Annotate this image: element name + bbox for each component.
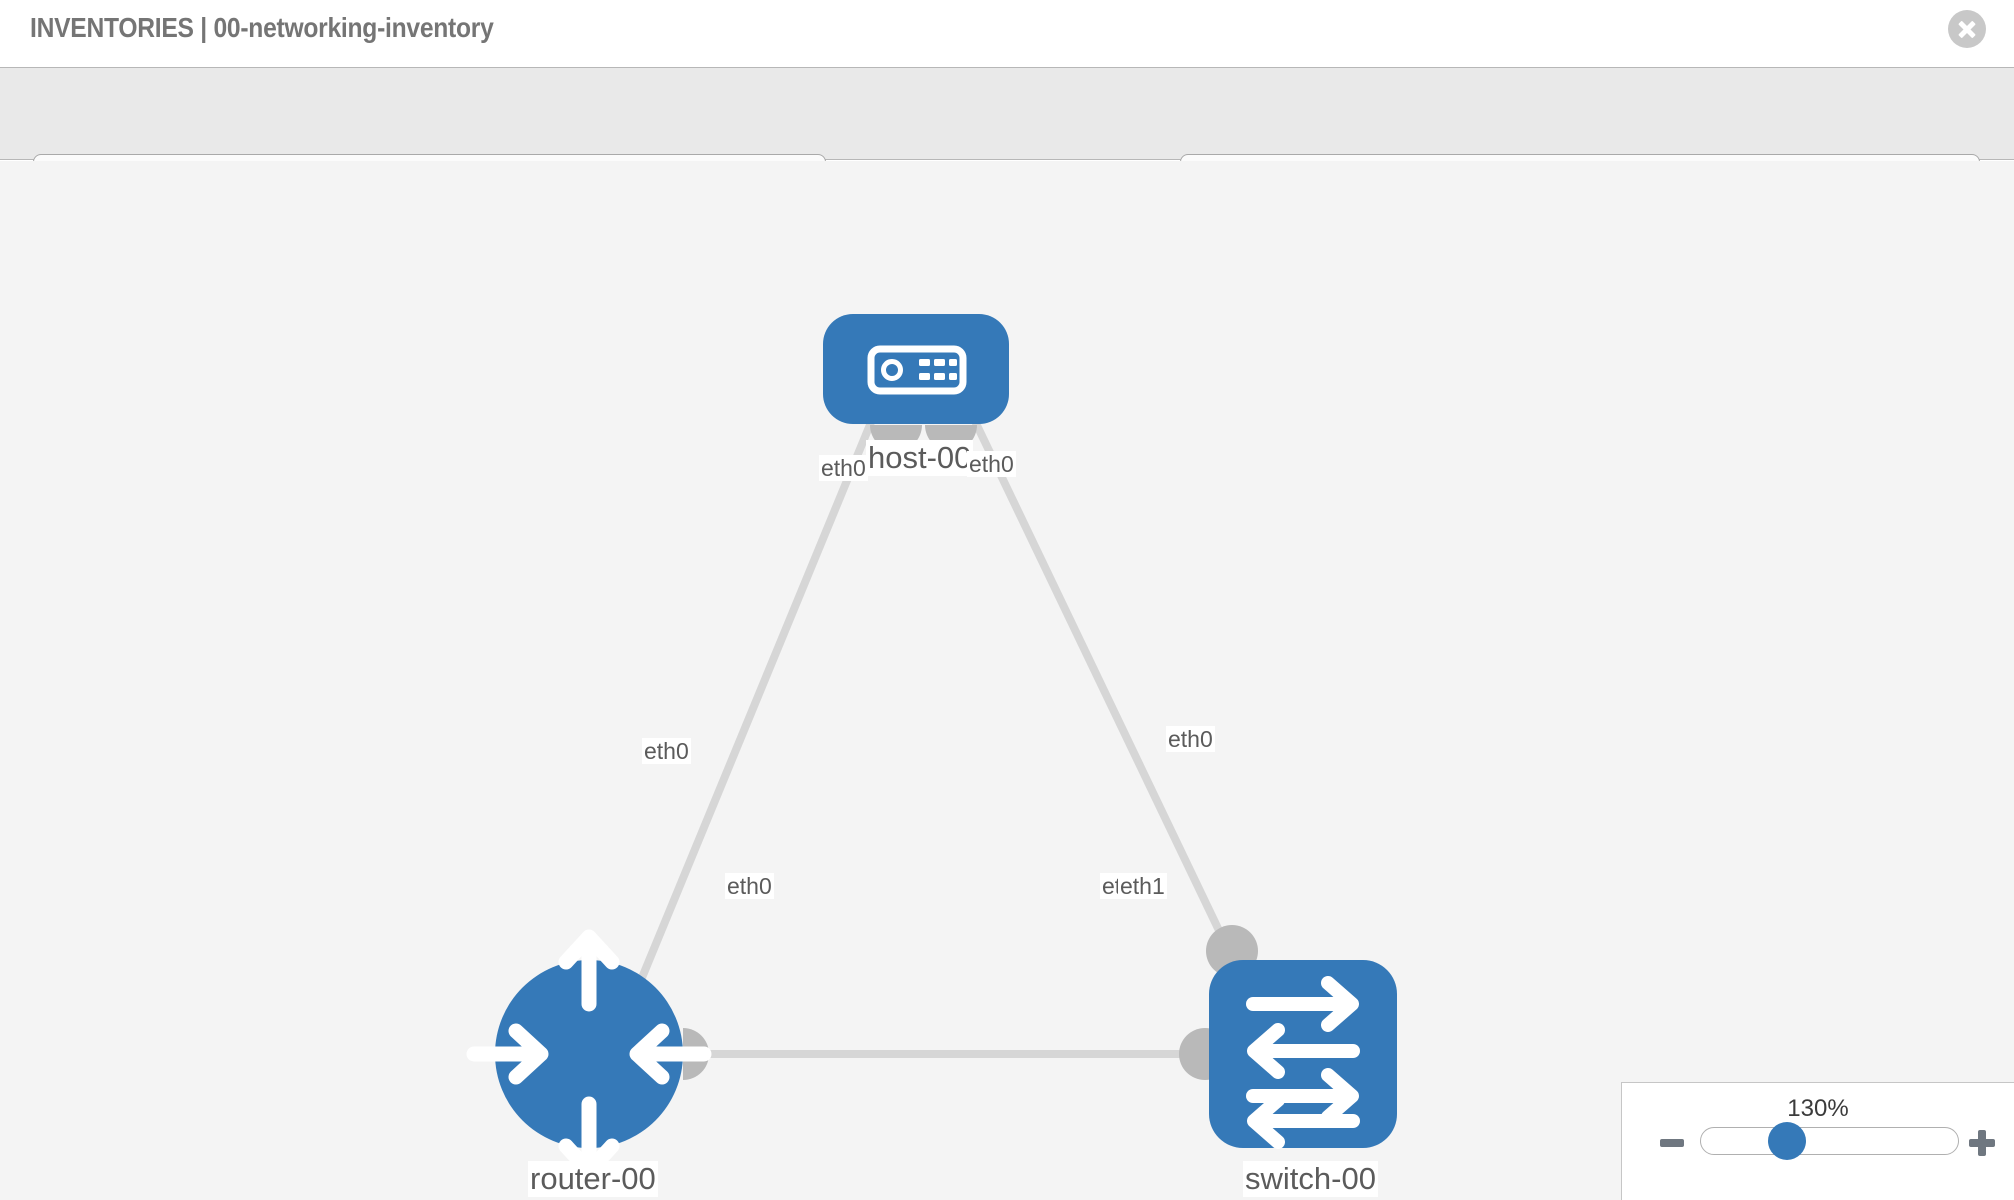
topology-ports — [683, 425, 1258, 1080]
zoom-out-button[interactable] — [1660, 1139, 1684, 1147]
zoom-control-panel: 130% — [1621, 1082, 2014, 1200]
link-label-router-right-port: eth0 — [725, 873, 774, 900]
node-host-00 — [823, 314, 1009, 424]
close-icon[interactable] — [1948, 10, 1986, 48]
node-label-host-00: host-00 — [866, 440, 974, 476]
plus-icon-horizontal — [1969, 1139, 1995, 1147]
node-label-switch-00: switch-00 — [1243, 1161, 1378, 1197]
zoom-slider-track[interactable] — [1700, 1127, 1959, 1155]
router-arrows-icon — [466, 929, 712, 1179]
page-title: INVENTORIES | 00-networking-inventory — [30, 12, 494, 43]
node-switch-00 — [1209, 960, 1397, 1149]
link-label-switch-up-port: eth0 — [1166, 726, 1215, 753]
zoom-in-button[interactable] — [1969, 1130, 1995, 1156]
zoom-slider-thumb[interactable] — [1768, 1122, 1806, 1160]
window-header: INVENTORIES | 00-networking-inventory — [0, 0, 2014, 68]
node-router-00 — [466, 929, 712, 1179]
link-label-host-left-port: eth0 — [819, 455, 868, 482]
switch-arrows-icon — [1246, 976, 1360, 1149]
topology-canvas[interactable]: eth0 host-00 eth0 eth0 eth0 eth0 eth0 et… — [0, 161, 2014, 1200]
link-label-router-up-port: eth0 — [642, 738, 691, 765]
node-label-router-00: router-00 — [528, 1161, 658, 1197]
link-label-switch-left-port-b: eth1 — [1118, 873, 1167, 900]
topology-graph — [466, 314, 1397, 1179]
zoom-level-label: 130% — [1787, 1095, 1849, 1122]
link-label-host-right-port: eth0 — [967, 451, 1016, 478]
server-icon — [867, 345, 967, 395]
toolbar: ACTIONS SEARCH — [0, 68, 2014, 210]
